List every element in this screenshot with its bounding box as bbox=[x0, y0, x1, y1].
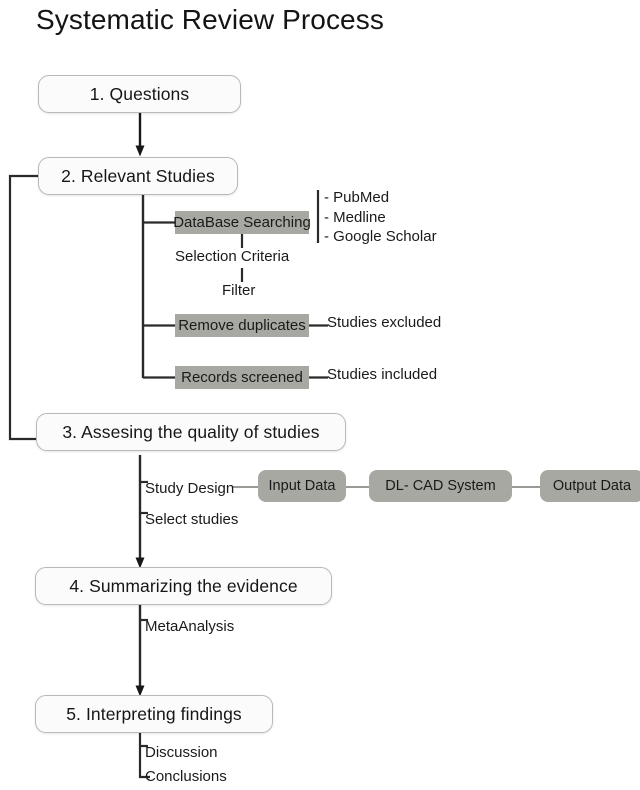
source-item-pubmed: - PubMed bbox=[324, 189, 390, 206]
label-conclusions: Conclusions bbox=[145, 768, 227, 785]
label-filter: Filter bbox=[222, 282, 256, 299]
pipeline-box-input-data[interactable]: Input Data bbox=[258, 470, 346, 502]
stage-box-summarizing-evidence[interactable]: 4. Summarizing the evidence bbox=[35, 567, 332, 605]
stage-box-questions[interactable]: 1. Questions bbox=[38, 75, 241, 113]
stage-box-relevant-studies[interactable]: 2. Relevant Studies bbox=[38, 157, 238, 195]
label-studies-included: Studies included bbox=[327, 366, 438, 383]
label-metaanalysis: MetaAnalysis bbox=[145, 618, 235, 635]
gray-label-remove-duplicates: Remove duplicates bbox=[178, 317, 306, 334]
stage-label-summarizing-evidence: 4. Summarizing the evidence bbox=[69, 575, 298, 596]
stage-label-interpreting-findings: 5. Interpreting findings bbox=[66, 703, 242, 724]
stage-box-interpreting-findings[interactable]: 5. Interpreting findings bbox=[35, 695, 273, 733]
stage-label-assessing-quality: 3. Assesing the quality of studies bbox=[62, 421, 320, 442]
page-title: Systematic Review Process bbox=[36, 4, 384, 35]
label-select-studies: Select studies bbox=[145, 511, 239, 528]
pipeline-label-dl-cad-system: DL- CAD System bbox=[385, 478, 496, 494]
gray-box-database-searching[interactable]: DataBase Searching bbox=[173, 211, 311, 234]
gray-label-database-searching: DataBase Searching bbox=[173, 214, 311, 231]
source-item-medline: - Medline bbox=[324, 208, 386, 226]
pipeline-label-output-data: Output Data bbox=[552, 478, 632, 494]
label-selection-criteria: Selection Criteria bbox=[175, 248, 290, 265]
stage-label-questions: 1. Questions bbox=[89, 83, 190, 104]
label-study-design: Study Design bbox=[145, 480, 235, 497]
bracket-relevant-to-assessing bbox=[8, 174, 38, 441]
stage-box-assessing-quality[interactable]: 3. Assesing the quality of studies bbox=[36, 413, 346, 451]
gray-label-records-screened: Records screened bbox=[181, 369, 303, 386]
database-source-list: - PubMed - Medline - Google Scholar bbox=[324, 188, 437, 247]
source-item-google-scholar: - Google Scholar bbox=[324, 228, 437, 245]
label-discussion: Discussion bbox=[145, 744, 218, 761]
stage-label-relevant-studies: 2. Relevant Studies bbox=[61, 165, 215, 186]
pipeline-box-output-data[interactable]: Output Data bbox=[540, 470, 640, 502]
gray-box-remove-duplicates[interactable]: Remove duplicates bbox=[175, 314, 309, 337]
pipeline-box-dl-cad-system[interactable]: DL- CAD System bbox=[369, 470, 512, 502]
label-studies-excluded: Studies excluded bbox=[327, 314, 442, 331]
pipeline-label-input-data: Input Data bbox=[268, 478, 336, 494]
gray-box-records-screened[interactable]: Records screened bbox=[175, 366, 309, 389]
